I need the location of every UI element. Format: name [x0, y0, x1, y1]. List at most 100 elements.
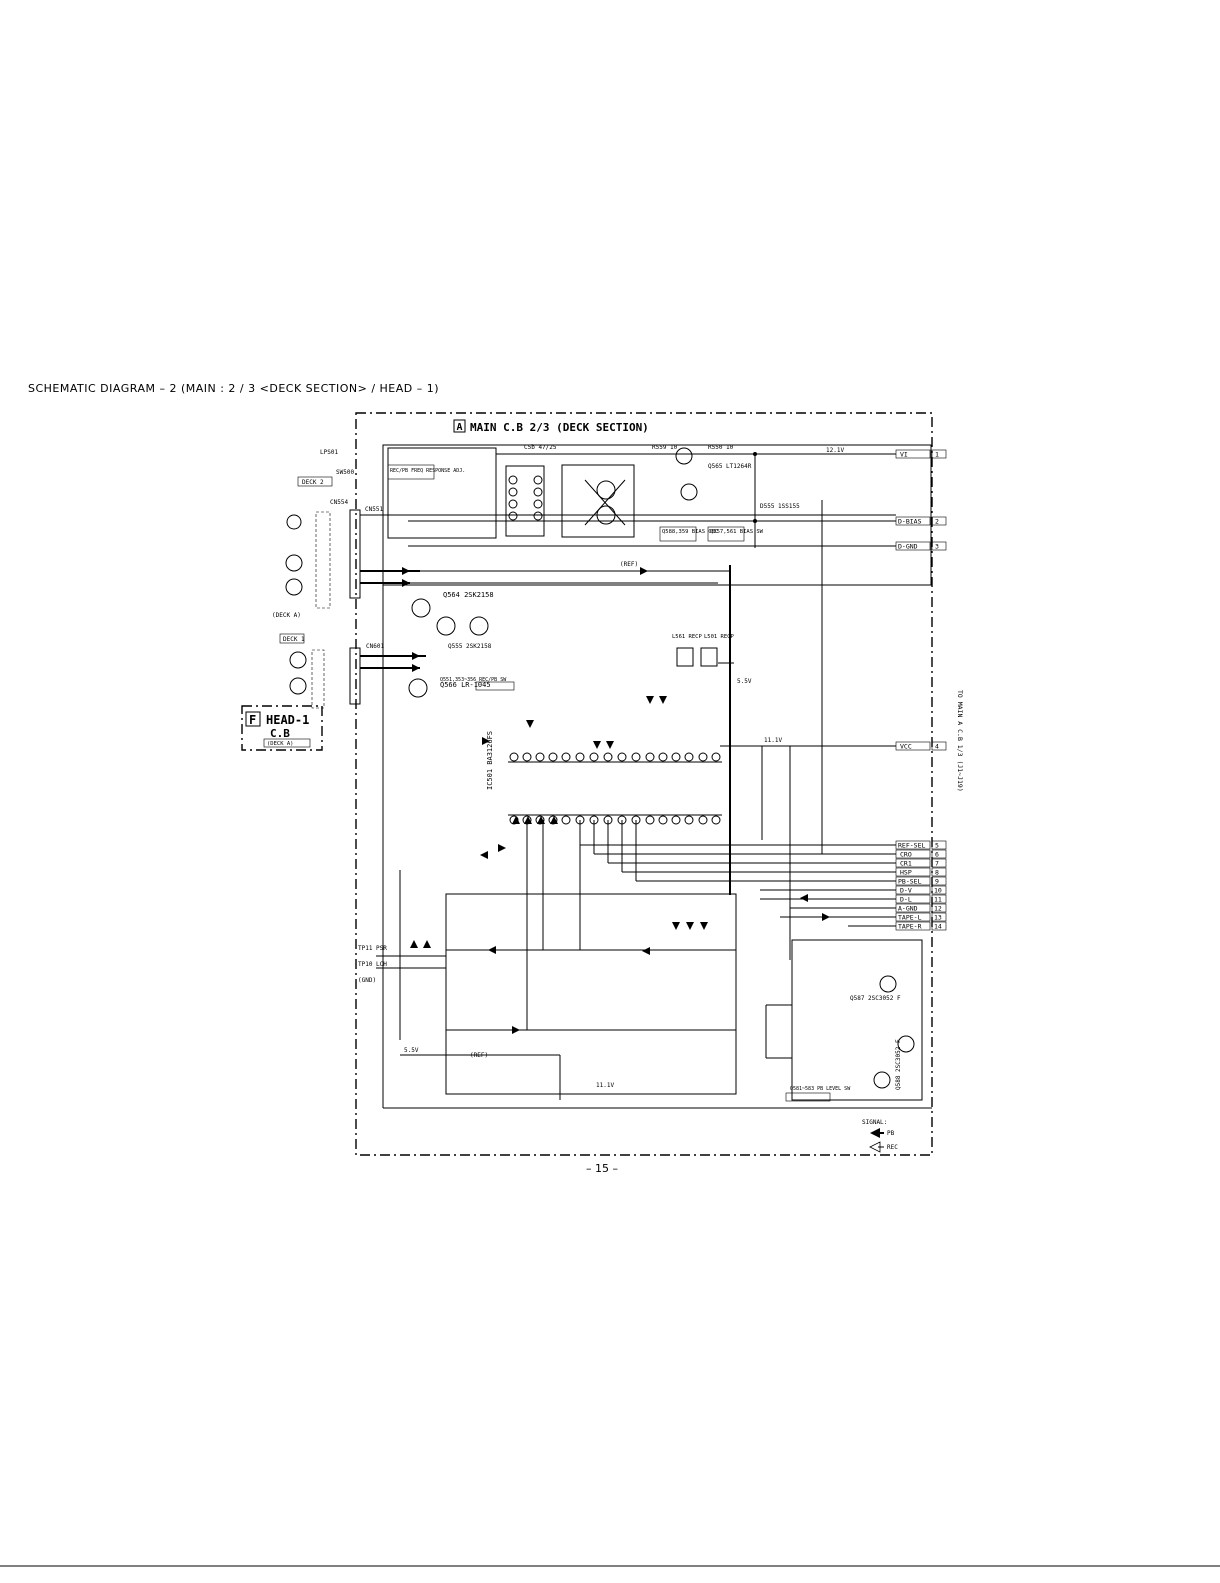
pin-number: 9: [935, 878, 939, 886]
right-pin-6: CRO 6: [895, 849, 947, 859]
label-deck2-sub: (DECK A): [272, 612, 301, 619]
trans-q565: Q565 LT1264R: [708, 463, 752, 470]
right-pin-8: HSP 8: [895, 867, 947, 877]
pin-number: 12: [934, 905, 942, 913]
right-pin-5: REF-SEL 5: [895, 840, 947, 850]
label-sw500: SW500: [336, 469, 354, 476]
tp10-label: TP10 LCH: [358, 961, 387, 968]
diode-d555: D555 1SS155: [760, 503, 800, 510]
pin-number: 7: [935, 860, 939, 868]
right-pin-14: TAPE-R 14: [895, 921, 947, 931]
trans-q566: Q566 LR-1045: [440, 681, 491, 689]
pin-label: VI: [900, 451, 908, 459]
head-board-title-1: HEAD-1: [266, 713, 309, 727]
pin-number: 13: [934, 914, 942, 922]
trans-q555: Q555 2SK2158: [448, 643, 492, 650]
main-board-title: MAIN C.B 2/3 (DECK SECTION): [470, 421, 649, 434]
pin-number: 2: [935, 518, 939, 526]
pin-number: 5: [935, 842, 939, 850]
right-pin-12: A-GND 12: [895, 903, 947, 913]
right-pin-9: PB-SEL 9: [895, 876, 947, 886]
pin-number: 11: [934, 896, 942, 904]
note-bias-osc: Q588,359 BIAS OSC: [662, 529, 718, 535]
pin-label: HSP: [900, 869, 912, 877]
tp11-label: TP11 PSR: [358, 945, 387, 952]
page-title: SCHEMATIC DIAGRAM – 2 (MAIN : 2 / 3 <DEC…: [28, 382, 440, 395]
right-pin-7: CR1 7: [895, 858, 947, 868]
legend-pb-arrow: [870, 1128, 880, 1138]
pin-label: CR1: [900, 860, 912, 868]
pin-label: A-GND: [898, 905, 918, 913]
legend-rec: REC: [887, 1144, 898, 1151]
relay-l561: L561 RECP: [672, 634, 702, 640]
ic501-pins-bottom: [509, 815, 721, 825]
cap-c5b: C5b 47/25: [524, 444, 557, 451]
signal-arrows: [402, 567, 830, 1034]
main-board-tag-box: [453, 419, 466, 433]
pin-label: TAPE-L: [898, 914, 922, 922]
pin-label: D-GND: [898, 543, 918, 551]
pin-number: 1: [935, 451, 939, 459]
label-cn601: CN601: [366, 643, 384, 650]
pin-number: 8: [935, 869, 939, 877]
right-pin-13: TAPE-L 13: [895, 912, 947, 922]
head-board-tag: F: [249, 713, 256, 727]
head-board-sub: (DECK A): [267, 741, 294, 747]
label-cn551: CN551: [365, 506, 383, 513]
pin-label: D-BIAS: [898, 518, 922, 526]
main-board-outline: [355, 412, 933, 1156]
voltage-5v5-top: 5.5V: [737, 678, 752, 685]
voltage-11v-mid: 11.1V: [764, 737, 782, 744]
right-pin-1: VI 1: [895, 449, 947, 459]
note-freq-adj: REC/PB FREQ RESPONSE ADJ.: [390, 468, 465, 474]
head-board-title-2: C.B: [270, 727, 290, 740]
lower-amp-block: [445, 893, 737, 1095]
page-number: – 15 –: [586, 1162, 618, 1175]
pin-label: CRO: [900, 851, 912, 859]
right-connector-group: VI 1 D-BIAS 2 D-GND 3 VCC 4 REF-SEL 5: [895, 449, 947, 931]
note-recpb-sw: Q551,353~356 REC/PB SW: [440, 677, 507, 683]
label-lps01: LPS01: [320, 449, 338, 456]
label-deck1: DECK 1: [283, 636, 305, 643]
legend-title: SIGNAL:: [862, 1119, 887, 1126]
ic-ic501: IC501 BA3126FS: [486, 731, 494, 790]
pb-level-block: [791, 939, 923, 1101]
trans-q587: Q587 2SC3052 F: [850, 995, 901, 1002]
label-deck2: DECK 2: [302, 479, 324, 486]
pin-label: REF-SEL: [898, 842, 925, 850]
pin-label: PB-SEL: [898, 878, 922, 886]
pin-label: TAPE-R: [898, 923, 922, 931]
relay-l501: L501 RECP: [704, 634, 734, 640]
voltage-11v-lower: 11.1V: [596, 1082, 614, 1089]
right-pin-11: D-L 11: [895, 894, 947, 904]
pin-number: 3: [935, 543, 939, 551]
pin-label: D-V: [900, 887, 912, 895]
note-bias-sw: Q557,561 BIAS SW: [710, 529, 764, 535]
ref-top: (REF): [620, 561, 638, 568]
legend-pb: PB: [887, 1130, 895, 1137]
voltage-5v5-lower: 5.5V: [404, 1047, 419, 1054]
pin-number: 4: [935, 743, 939, 751]
trans-q588: Q588 2SC3052 F: [895, 1039, 902, 1090]
bias-osc-block: [561, 464, 635, 538]
right-pin-2: D-BIAS 2: [895, 516, 947, 526]
freq-adj-block: [387, 447, 497, 539]
pin-label: VCC: [900, 743, 912, 751]
pin-label: D-L: [900, 896, 912, 904]
trans-q564: Q564 2SK2158: [443, 591, 494, 599]
tp-gnd-label: (GND): [358, 977, 376, 984]
pin-number: 6: [935, 851, 939, 859]
note-pb-level-sw: Q581~583 PB LEVEL SW: [790, 1086, 851, 1092]
res-r550: R550 10: [708, 444, 734, 451]
res-r559: R559 10: [652, 444, 678, 451]
pin-number: 14: [934, 923, 942, 931]
ic501-pins-top: [509, 752, 721, 762]
head-board-outline: [241, 705, 323, 751]
main-board-tag: A: [457, 422, 463, 433]
pin-number: 10: [934, 887, 942, 895]
right-pin-3: D-GND 3: [895, 541, 947, 551]
right-pin-10: D-V 10: [895, 885, 947, 895]
right-pin-4: VCC 4: [895, 741, 947, 751]
voltage-12v: 12.1V: [826, 447, 844, 454]
